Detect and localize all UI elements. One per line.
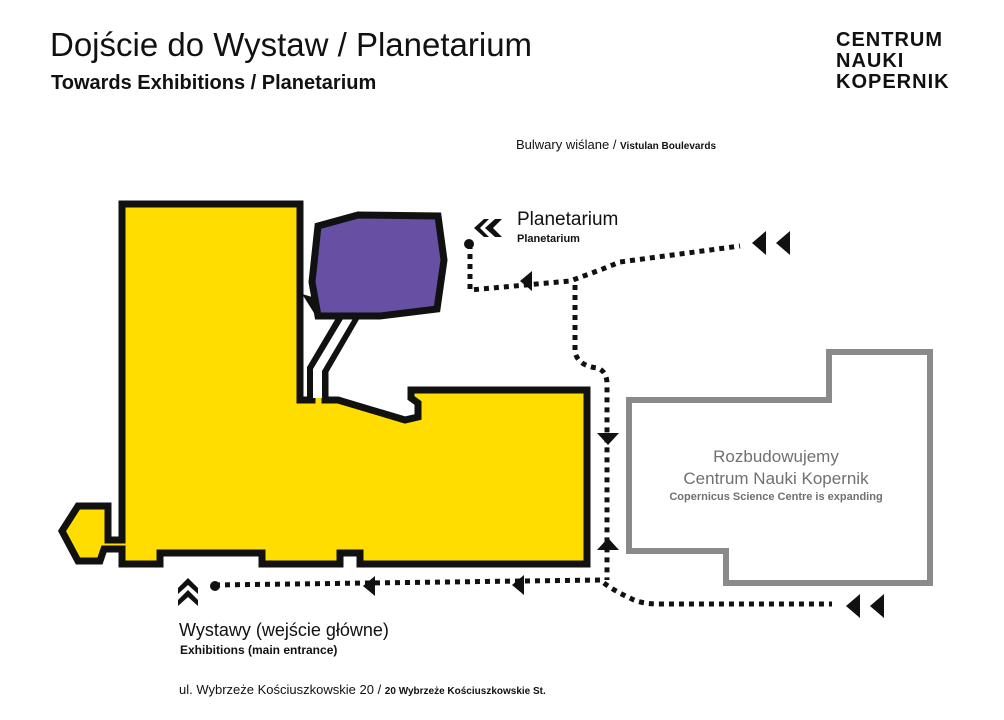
double-arrow-top-right-icon: [752, 231, 790, 255]
route-to-planetarium: [467, 243, 741, 293]
arrow-left-icon: [363, 576, 375, 596]
exhibitions-start-dot: [210, 581, 220, 591]
address-en: 20 Wybrzeże Kościuszkowskie St.: [384, 686, 546, 697]
extension-label-en: Copernicus Science Centre is expanding: [669, 491, 883, 503]
route-to-exhibitions: [214, 577, 832, 607]
river-label: Bulwary wiślane / Vistulan Boulevards: [516, 137, 716, 152]
planetarium-start-dot: [464, 239, 474, 249]
exhibitions-chevron-icon: [178, 578, 198, 606]
planetarium-label-pl: Planetarium: [517, 209, 619, 230]
address-label: ul. Wybrzeże Kościuszkowskie 20 / 20 Wyb…: [179, 682, 546, 697]
address-pl: ul. Wybrzeże Kościuszkowskie 20 /: [179, 682, 385, 697]
arrow-down-icon: [597, 433, 619, 445]
route-paths: [214, 243, 832, 607]
page-title: Dojście do Wystaw / Planetarium: [50, 26, 533, 63]
river-label-pl: Bulwary wiślane /: [516, 137, 621, 152]
double-arrow-bottom-right-icon: [846, 594, 884, 618]
planetarium-connector: [307, 305, 364, 398]
arrow-left-icon: [520, 271, 532, 291]
logo: CENTRUM NAUKI KOPERNIK: [836, 30, 950, 93]
route-connector-vertical: [572, 285, 610, 580]
logo-line-1: CENTRUM: [836, 29, 943, 51]
logo-line-3: KOPERNIK: [836, 71, 950, 93]
page-subtitle: Towards Exhibitions / Planetarium: [51, 72, 377, 94]
exhibitions-label-en: Exhibitions (main entrance): [180, 643, 338, 657]
extension-building[interactable]: [626, 349, 933, 586]
planetarium-label-en: Planetarium: [517, 233, 580, 245]
exhibitions-label-pl: Wystawy (wejście główne): [179, 620, 389, 640]
river-label-en: Vistulan Boulevards: [620, 141, 717, 152]
connector-fill: [313, 309, 358, 398]
logo-line-2: NAUKI: [836, 50, 905, 72]
extension-label-pl-1: Rozbudowujemy: [713, 447, 839, 466]
extension-label-pl-2: Centrum Nauki Kopernik: [683, 469, 869, 488]
planetarium-building[interactable]: [308, 211, 448, 320]
arrow-up-icon: [597, 538, 619, 550]
arrow-left-icon: [512, 575, 524, 595]
planetarium-chevron-icon: [474, 219, 502, 237]
